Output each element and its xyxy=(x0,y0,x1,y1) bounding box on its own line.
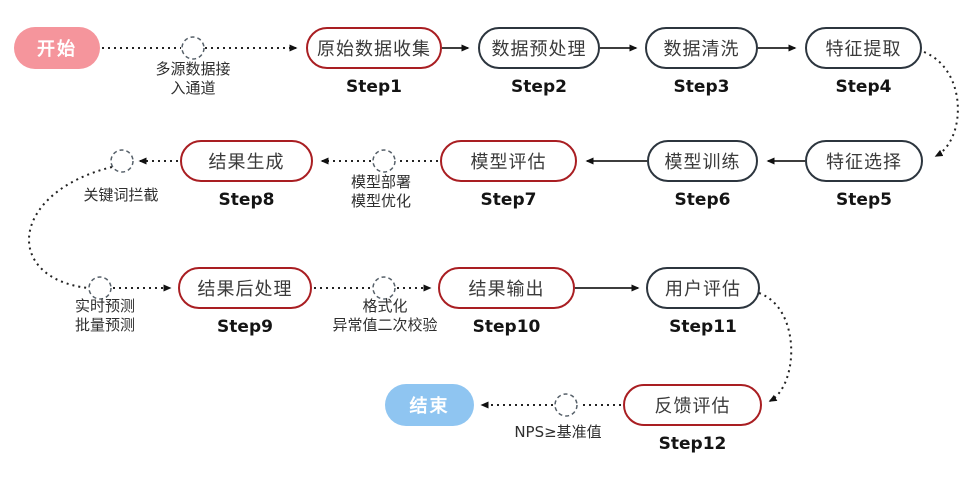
step3-caption: Step3 xyxy=(673,77,730,97)
end-node: 结束 xyxy=(385,384,474,426)
step12-caption: Step12 xyxy=(658,434,727,454)
step12-box: 反馈评估 xyxy=(623,384,762,426)
step2-box: 数据预处理 xyxy=(478,27,600,69)
step11-box: 用户评估 xyxy=(646,267,760,309)
start-node: 开始 xyxy=(14,27,100,69)
edge-circle3-to-circle4-curve xyxy=(28,166,113,289)
step5-box: 特征选择 xyxy=(805,140,923,182)
connector-circle-5 xyxy=(372,276,396,300)
step6-box: 模型训练 xyxy=(647,140,758,182)
connector-circle-4 xyxy=(88,276,112,300)
step1-box: 原始数据收集 xyxy=(306,27,442,69)
connector-label-keyword-intercept: 关键词拦截 xyxy=(83,186,159,204)
step3-box: 数据清洗 xyxy=(645,27,758,69)
edge-step4-to-step5-curve xyxy=(923,51,959,157)
step4-caption: Step4 xyxy=(835,77,892,97)
step1-caption: Step1 xyxy=(346,77,402,97)
connector-circle-3 xyxy=(110,149,134,173)
connector-label-realtime-batch: 实时预测 批量预测 xyxy=(74,297,135,334)
step10-box: 结果输出 xyxy=(438,267,575,309)
connector-circle-1 xyxy=(181,36,205,60)
step10-caption: Step10 xyxy=(472,317,541,337)
step9-box: 结果后处理 xyxy=(178,267,312,309)
step6-caption: Step6 xyxy=(674,190,731,210)
connector-label-format-validation: 格式化 异常值二次校验 xyxy=(332,297,438,334)
step8-box: 结果生成 xyxy=(180,140,313,182)
step8-caption: Step8 xyxy=(218,190,275,210)
edge-step11-to-step12-curve xyxy=(758,292,793,402)
step4-box: 特征提取 xyxy=(805,27,922,69)
connector-circle-6 xyxy=(554,393,578,417)
step2-caption: Step2 xyxy=(511,77,567,97)
connector-label-multisource-channel: 多源数据接 入通道 xyxy=(155,60,231,97)
connector-label-nps-baseline: NPS≥基准值 xyxy=(514,423,602,441)
step11-caption: Step11 xyxy=(669,317,737,337)
step7-box: 模型评估 xyxy=(440,140,577,182)
connector-label-model-deploy-optimize: 模型部署 模型优化 xyxy=(350,173,411,210)
step5-caption: Step5 xyxy=(836,190,892,210)
step7-caption: Step7 xyxy=(480,190,537,210)
step9-caption: Step9 xyxy=(217,317,273,337)
connector-circle-2 xyxy=(372,149,396,173)
